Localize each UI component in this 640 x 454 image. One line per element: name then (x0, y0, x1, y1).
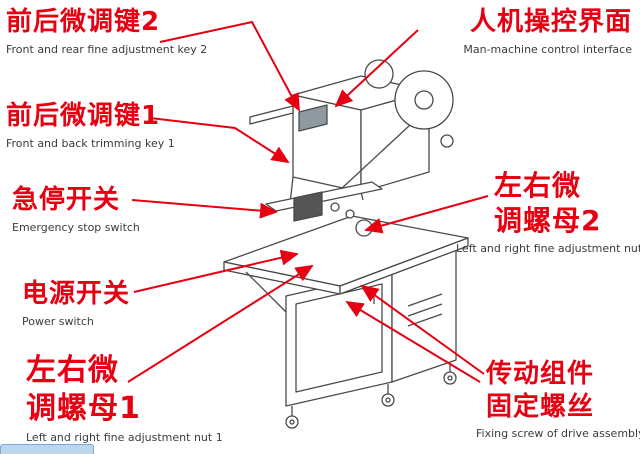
callout-power-switch: 电源开关 Power switch (22, 278, 130, 328)
leader-key2 (159, 20, 300, 112)
callout-zh-text: 前后微调键1 (6, 101, 161, 131)
callout-zh-text-line1: 左右微 (26, 353, 119, 388)
callout-zh-text-line2: 调螺母1 (26, 390, 141, 426)
callout-en-text: Front and rear fine adjustment key 2 (6, 42, 208, 56)
leader-key1 (149, 117, 290, 164)
callout-emergency-stop: 急停开关 Emergency stop switch (12, 184, 140, 234)
callout-zh-text: 人机操控界面 (469, 7, 632, 37)
callout-front-back-key1: 前后微调键1 Front and back trimming key 1 (6, 100, 175, 150)
callout-zh-text-line1: 左右微 (494, 169, 582, 202)
callout-en-text: Emergency stop switch (12, 220, 140, 234)
callout-en-text: Power switch (22, 314, 94, 328)
label-rolls (339, 59, 454, 191)
callout-en-text: Front and back trimming key 1 (6, 136, 175, 150)
callout-zh-text-line2: 固定螺丝 (486, 391, 595, 422)
leader-power (133, 249, 299, 293)
leader-screws-1 (360, 284, 485, 375)
callout-en-text: Left and right fine adjustment nut 2 (456, 242, 640, 255)
bottom-edge-watermark (0, 444, 94, 454)
callout-zh-text: 电源开关 (22, 279, 131, 309)
leader-lines (127, 20, 489, 383)
machine-illustration (223, 59, 469, 429)
callout-en-text: Left and right fine adjustment nut 1 (26, 431, 223, 444)
callout-front-rear-key2: 前后微调键2 Front and rear fine adjustment ke… (6, 6, 207, 56)
caster-wheels (285, 362, 457, 429)
leader-nut2 (364, 195, 489, 234)
callout-left-right-nut2: 左右微 调螺母2 Left and right fine adjustment … (456, 168, 640, 255)
callout-drive-assembly-screws: 传动组件 固定螺丝 Fixing screw of drive assembly (476, 358, 640, 440)
leader-interface (334, 29, 419, 108)
callout-man-machine-interface: 人机操控界面 Man-machine control interface (463, 6, 632, 56)
leader-screws-2 (345, 300, 481, 383)
callout-zh-text-line1: 传动组件 (486, 359, 595, 389)
leader-estop (131, 199, 278, 219)
callout-en-text: Man-machine control interface (463, 42, 632, 56)
leader-nut1 (127, 264, 314, 383)
control-screen (298, 104, 328, 132)
callout-zh-text: 急停开关 (12, 185, 121, 215)
callout-en-text: Fixing screw of drive assembly (476, 427, 640, 440)
callout-zh-text: 前后微调键2 (6, 7, 161, 37)
callout-zh-text-line2: 调螺母2 (494, 204, 602, 237)
callout-left-right-nut1: 左右微 调螺母1 Left and right fine adjustment … (26, 352, 223, 444)
